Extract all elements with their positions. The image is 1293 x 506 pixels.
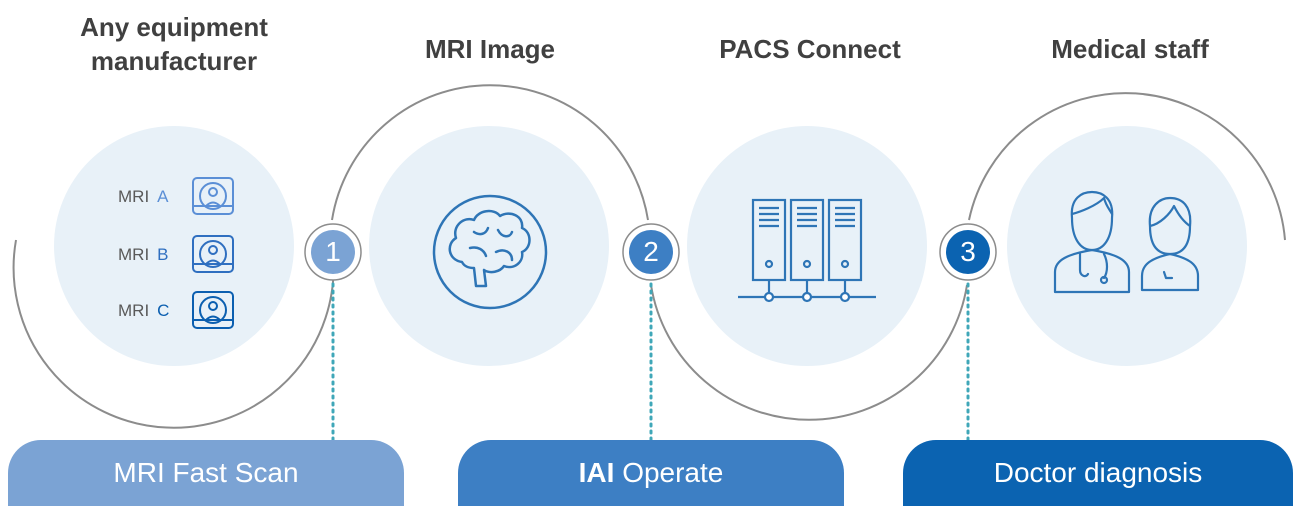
arc-bottom-2 [650,284,968,421]
arc-top-1 [331,84,649,221]
mri-letter-b: B [157,245,169,264]
mri-scanner-icon [192,177,234,215]
mri-word: MRI [118,301,150,320]
brain-icon [432,194,548,310]
title-equipment: Any equipment manufacturer [80,12,268,76]
server-rack-icon [738,198,876,303]
step-number-1: 1 [325,236,341,267]
action-operate: IAI Operate [458,440,844,506]
operate-brand: IAI [578,457,615,488]
mri-word: MRI [118,187,150,206]
step-number-3: 3 [960,236,976,267]
step-badge-1 [304,223,362,281]
step-number-2: 2 [643,236,659,267]
mri-image-circle [369,126,609,366]
step-badge-3 [939,223,997,281]
mri-label-c: MRI C [118,301,169,321]
title-pacs: PACS Connect [719,34,901,64]
flow-arcs [12,84,1286,429]
staff-circle [1007,126,1247,366]
arc-left [12,239,335,429]
mri-scanner-icon [192,291,234,329]
equipment-circle [54,126,294,366]
mri-scanner-icon [192,235,234,273]
mri-letter-a: A [157,187,169,206]
title-staff: Medical staff [1051,34,1209,64]
pacs-circle [687,126,927,366]
action-diagnosis: Doctor diagnosis [903,440,1293,506]
mri-label-b: MRI B [118,245,169,265]
title-mri-image: MRI Image [424,34,556,64]
step-badge-2 [622,223,680,281]
connectors [331,268,970,442]
mri-word: MRI [118,245,150,264]
mri-letter-c: C [157,301,170,320]
action-fast-scan: MRI Fast Scan [8,440,404,506]
arc-top-3 [968,92,1286,241]
operate-text: Operate [622,457,724,488]
doctor-nurse-icon [1053,190,1200,294]
mri-label-a: MRI A [118,187,169,207]
